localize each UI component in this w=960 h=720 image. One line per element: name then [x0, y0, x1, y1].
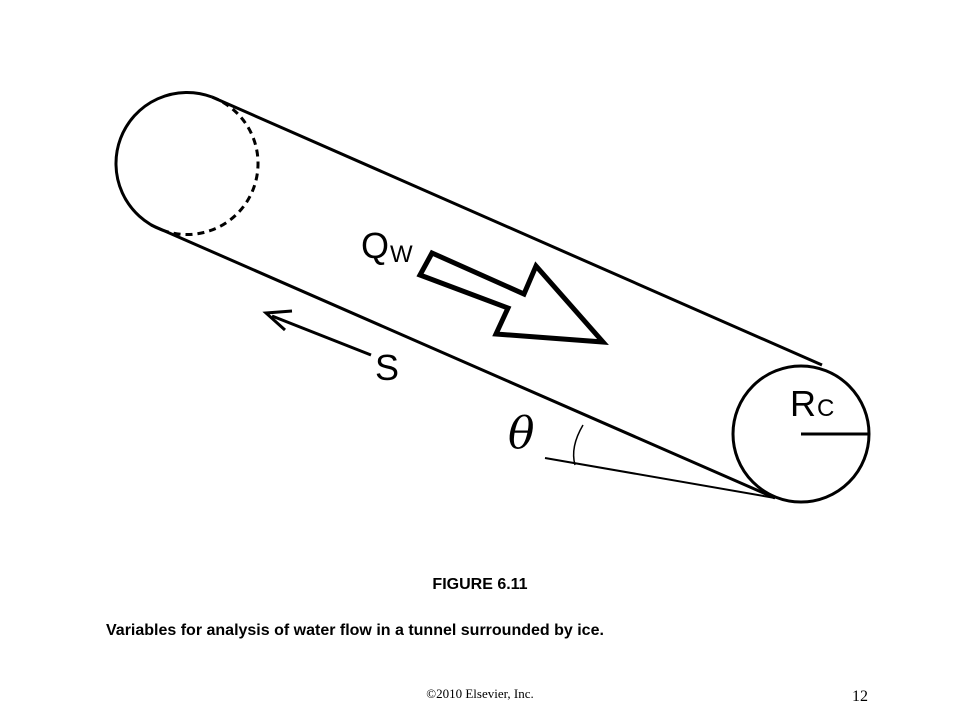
horizontal-reference-line	[544, 457, 776, 499]
angle-arc	[572, 424, 584, 466]
distance-arrow-shaft	[271, 314, 372, 357]
copyright-notice: ©2010 Elsevier, Inc.	[426, 686, 534, 701]
tunnel-top-edge	[211, 95, 823, 367]
flow-label-sub: W	[390, 241, 413, 268]
flow-label-main: Q	[361, 225, 389, 266]
distance-label: S	[375, 347, 399, 388]
radius-label-main: R	[790, 383, 816, 424]
flow-arrow	[416, 249, 609, 345]
tunnel-diagram: QW S θ RC	[114, 90, 871, 504]
radius-label-sub: C	[817, 395, 834, 422]
tunnel-upper-end-hidden-arc	[161, 95, 260, 237]
slide-number: 12	[852, 688, 868, 705]
tunnel-upper-end-circle	[114, 90, 213, 232]
figure-caption: Variables for analysis of water flow in …	[106, 622, 604, 639]
distance-arrowhead	[262, 309, 293, 332]
figure-number: FIGURE 6.11	[432, 576, 528, 593]
tunnel-bottom-edge	[150, 223, 776, 500]
flow-label: QW	[361, 225, 413, 268]
radius-label: RC	[790, 383, 834, 424]
angle-label: θ	[508, 408, 535, 459]
